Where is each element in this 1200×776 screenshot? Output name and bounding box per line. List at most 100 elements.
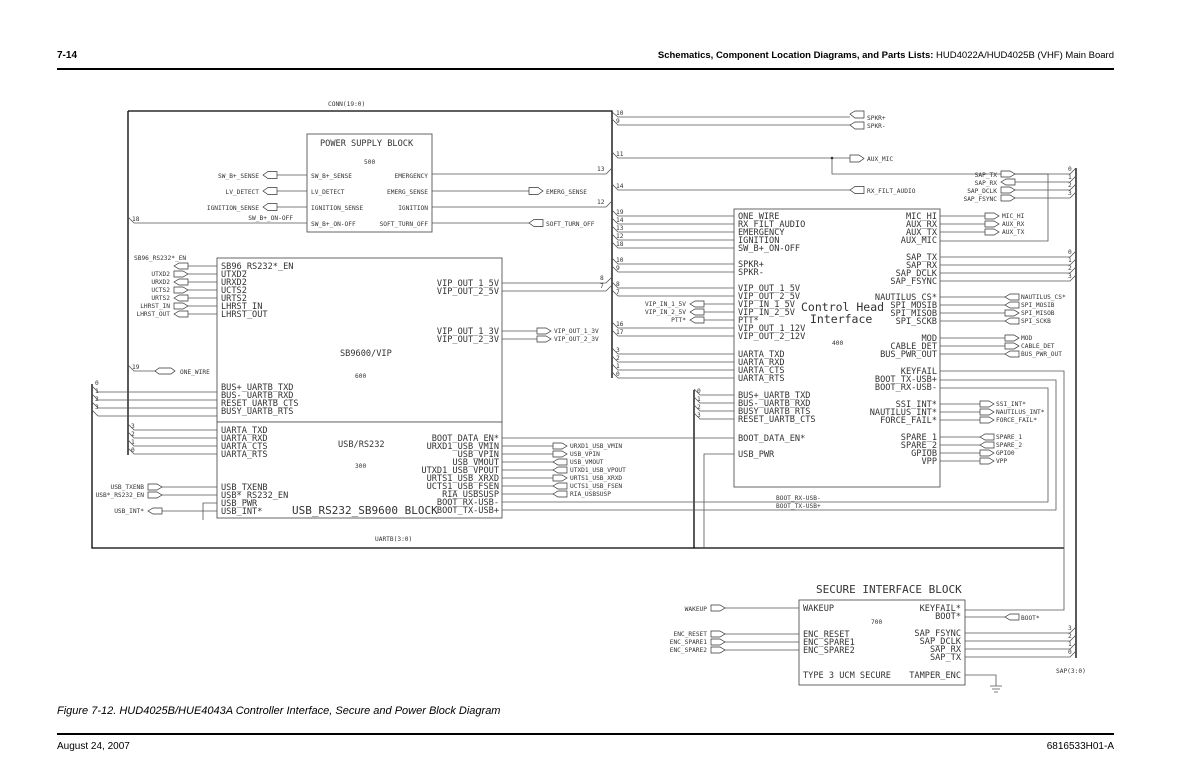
svg-text:VPP: VPP xyxy=(921,457,937,467)
svg-text:VIP_OUT_1_5V: VIP_OUT_1_5V xyxy=(437,279,499,289)
uartb-bus xyxy=(91,384,1064,549)
svg-text:GPIO0: GPIO0 xyxy=(996,450,1015,457)
svg-text:19: 19 xyxy=(132,364,140,371)
svg-text:LHRST_OUT: LHRST_OUT xyxy=(136,311,170,318)
svg-text:ENC_SPARE1: ENC_SPARE1 xyxy=(670,639,708,646)
svg-text:VIP_OUT_2_5V: VIP_OUT_2_5V xyxy=(437,287,499,297)
svg-text:600: 600 xyxy=(355,373,366,380)
svg-text:1: 1 xyxy=(1068,257,1072,264)
svg-text:USB*_RS232_EN: USB*_RS232_EN xyxy=(96,492,145,499)
svg-text:BUS_PWR_OUT: BUS_PWR_OUT xyxy=(1021,351,1062,358)
svg-text:13: 13 xyxy=(616,225,624,232)
svg-text:SOFT_TURN_OFF: SOFT_TURN_OFF xyxy=(546,221,595,228)
svg-text:BUS_PWR_OUT: BUS_PWR_OUT xyxy=(880,350,937,360)
svg-text:11: 11 xyxy=(616,151,624,158)
net-boot-tx: BOOT_TX-USB+ xyxy=(776,503,821,510)
svg-text:URTS1_USB_XRXD: URTS1_USB_XRXD xyxy=(427,474,499,484)
svg-text:EMERG_SENSE: EMERG_SENSE xyxy=(387,189,428,196)
svg-text:SECURE INTERFACE BLOCK: SECURE INTERFACE BLOCK xyxy=(816,583,962,596)
svg-text:RESET_UARTB_CTS: RESET_UARTB_CTS xyxy=(738,415,816,425)
footer-date: August 24, 2007 xyxy=(57,741,130,752)
svg-text:ENC_SPARE2: ENC_SPARE2 xyxy=(803,646,855,656)
net-boot-rx: BOOT_RX-USB- xyxy=(776,495,821,502)
svg-text:18: 18 xyxy=(616,241,624,248)
svg-text:SPARE_1: SPARE_1 xyxy=(901,433,937,443)
svg-text:SPKR+: SPKR+ xyxy=(738,260,764,270)
svg-text:500: 500 xyxy=(364,159,375,166)
svg-text:BUS-_UARTB_RXD: BUS-_UARTB_RXD xyxy=(738,399,810,409)
ground-icon xyxy=(990,685,1002,693)
svg-text:UARTA_CTS: UARTA_CTS xyxy=(738,366,785,376)
svg-text:RESET_UARTB_CTS: RESET_UARTB_CTS xyxy=(221,399,299,409)
svg-text:SAP_TX: SAP_TX xyxy=(975,172,998,179)
net-aux-mic: AUX_MIC xyxy=(867,156,893,163)
svg-text:2: 2 xyxy=(616,355,620,362)
svg-text:SPARE_2: SPARE_2 xyxy=(901,441,937,451)
svg-text:SB9600/VIP: SB9600/VIP xyxy=(340,349,392,359)
svg-text:EMERGENCY: EMERGENCY xyxy=(394,173,428,180)
svg-text:UARTA_RXD: UARTA_RXD xyxy=(221,434,268,444)
svg-text:VIP_OUT_1_12V: VIP_OUT_1_12V xyxy=(738,324,805,334)
svg-text:8: 8 xyxy=(600,275,604,282)
svg-text:Control Head: Control Head xyxy=(801,300,884,314)
svg-text:0: 0 xyxy=(1068,166,1072,173)
svg-text:USB_VPIN: USB_VPIN xyxy=(570,451,600,458)
svg-text:POWER SUPPLY BLOCK: POWER SUPPLY BLOCK xyxy=(320,139,414,149)
svg-text:BUSY_UARTB_RTS: BUSY_UARTB_RTS xyxy=(221,407,293,417)
svg-text:WAKEUP: WAKEUP xyxy=(803,604,834,614)
svg-text:IGNITION: IGNITION xyxy=(398,205,428,212)
svg-text:LV_DETECT: LV_DETECT xyxy=(311,189,345,196)
svg-text:2: 2 xyxy=(131,431,135,438)
header-title-bold: Schematics, Component Location Diagrams,… xyxy=(657,50,934,61)
svg-text:SSI_INT*: SSI_INT* xyxy=(896,400,937,410)
svg-text:SAP_TX: SAP_TX xyxy=(930,653,962,663)
page-header-title: Schematics, Component Location Diagrams,… xyxy=(658,50,1114,61)
svg-text:KEYFAIL*: KEYFAIL* xyxy=(920,604,961,614)
svg-text:BUS+_UARTB_TXD: BUS+_UARTB_TXD xyxy=(738,391,810,401)
svg-text:LV_DETECT: LV_DETECT xyxy=(225,189,259,196)
svg-text:IGNITION: IGNITION xyxy=(738,236,779,246)
svg-text:SAP_DCLK: SAP_DCLK xyxy=(896,269,938,279)
svg-text:19: 19 xyxy=(616,209,624,216)
svg-text:SSI_INT*: SSI_INT* xyxy=(996,401,1026,408)
svg-text:USB_VMOUT: USB_VMOUT xyxy=(452,458,499,468)
secure-interface-block: SECURE INTERFACE BLOCK WAKEUP 700 ENC_RE… xyxy=(670,583,1077,693)
svg-text:SPI_MISOB: SPI_MISOB xyxy=(890,309,937,319)
svg-text:LHRST_IN: LHRST_IN xyxy=(221,302,262,312)
svg-text:0: 0 xyxy=(1068,249,1072,256)
svg-text:USB_VPIN: USB_VPIN xyxy=(458,450,499,460)
svg-text:0: 0 xyxy=(697,388,701,395)
svg-text:3: 3 xyxy=(95,404,99,411)
svg-text:NAUTILUS_CS*: NAUTILUS_CS* xyxy=(875,293,937,303)
svg-text:BOOT_DATA_EN*: BOOT_DATA_EN* xyxy=(432,434,499,444)
svg-text:17: 17 xyxy=(616,329,624,336)
net-spkr-minus: SPKR- xyxy=(867,123,886,130)
svg-text:ONE_WIRE: ONE_WIRE xyxy=(180,369,210,376)
svg-text:GPIOB: GPIOB xyxy=(911,449,937,459)
svg-text:1: 1 xyxy=(697,396,701,403)
svg-text:SOFT_TURN_OFF: SOFT_TURN_OFF xyxy=(380,221,429,228)
svg-text:SB96_RS232*_EN: SB96_RS232*_EN xyxy=(221,262,293,272)
svg-text:BUSY_UARTB_RTS: BUSY_UARTB_RTS xyxy=(738,407,810,417)
svg-text:AUX_TX: AUX_TX xyxy=(906,228,938,238)
svg-text:PTT*: PTT* xyxy=(671,317,686,324)
svg-text:3: 3 xyxy=(131,423,135,430)
svg-text:SW_B+_SENSE: SW_B+_SENSE xyxy=(218,173,259,180)
svg-text:USB_INT*: USB_INT* xyxy=(221,507,262,517)
svg-text:MIC_HI: MIC_HI xyxy=(906,212,937,222)
svg-text:7: 7 xyxy=(600,283,604,290)
svg-text:VIP_IN_1_5V: VIP_IN_1_5V xyxy=(645,301,686,308)
svg-text:MOD: MOD xyxy=(921,334,937,344)
svg-text:UARTA_CTS: UARTA_CTS xyxy=(221,442,268,452)
svg-text:WAKEUP: WAKEUP xyxy=(685,606,708,613)
svg-text:UARTA_TXD: UARTA_TXD xyxy=(221,426,268,436)
svg-text:10: 10 xyxy=(616,257,624,264)
svg-text:3: 3 xyxy=(697,412,701,419)
top-net-ports: SPKR+ SPKR- AUX_MIC RX_FILT_AUDIO xyxy=(849,110,916,195)
svg-text:URTS2: URTS2 xyxy=(221,294,247,304)
svg-text:1: 1 xyxy=(1068,641,1072,648)
svg-text:USB_TXENB: USB_TXENB xyxy=(221,483,268,493)
svg-text:0: 0 xyxy=(95,380,99,387)
svg-text:IGNITION_SENSE: IGNITION_SENSE xyxy=(207,205,259,212)
svg-text:AUX_MIC: AUX_MIC xyxy=(901,236,937,246)
